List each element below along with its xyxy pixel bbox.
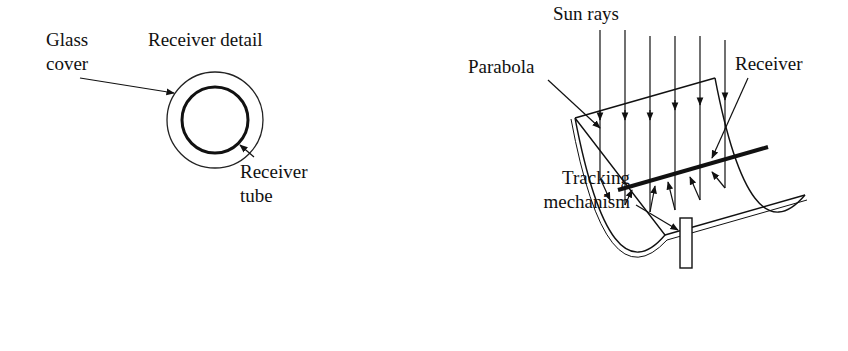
part-label: Tracking mechanism xyxy=(530,166,630,214)
leader-line xyxy=(712,78,748,158)
part-label: Receiver tube xyxy=(240,160,324,208)
receiver-tube-circle xyxy=(182,87,248,153)
part-label: Receiver detail xyxy=(148,28,308,52)
leader-line xyxy=(240,145,254,157)
glass-cover-circle xyxy=(167,72,263,168)
part-label: Sun rays xyxy=(553,2,663,26)
part-label: Glass cover xyxy=(46,28,108,76)
leader-line xyxy=(636,205,678,230)
leader-line xyxy=(548,80,600,128)
part-label: Receiver xyxy=(735,52,835,76)
leader-line xyxy=(80,78,174,93)
part-label: Parabola xyxy=(468,55,568,79)
tracking-post xyxy=(680,218,692,268)
